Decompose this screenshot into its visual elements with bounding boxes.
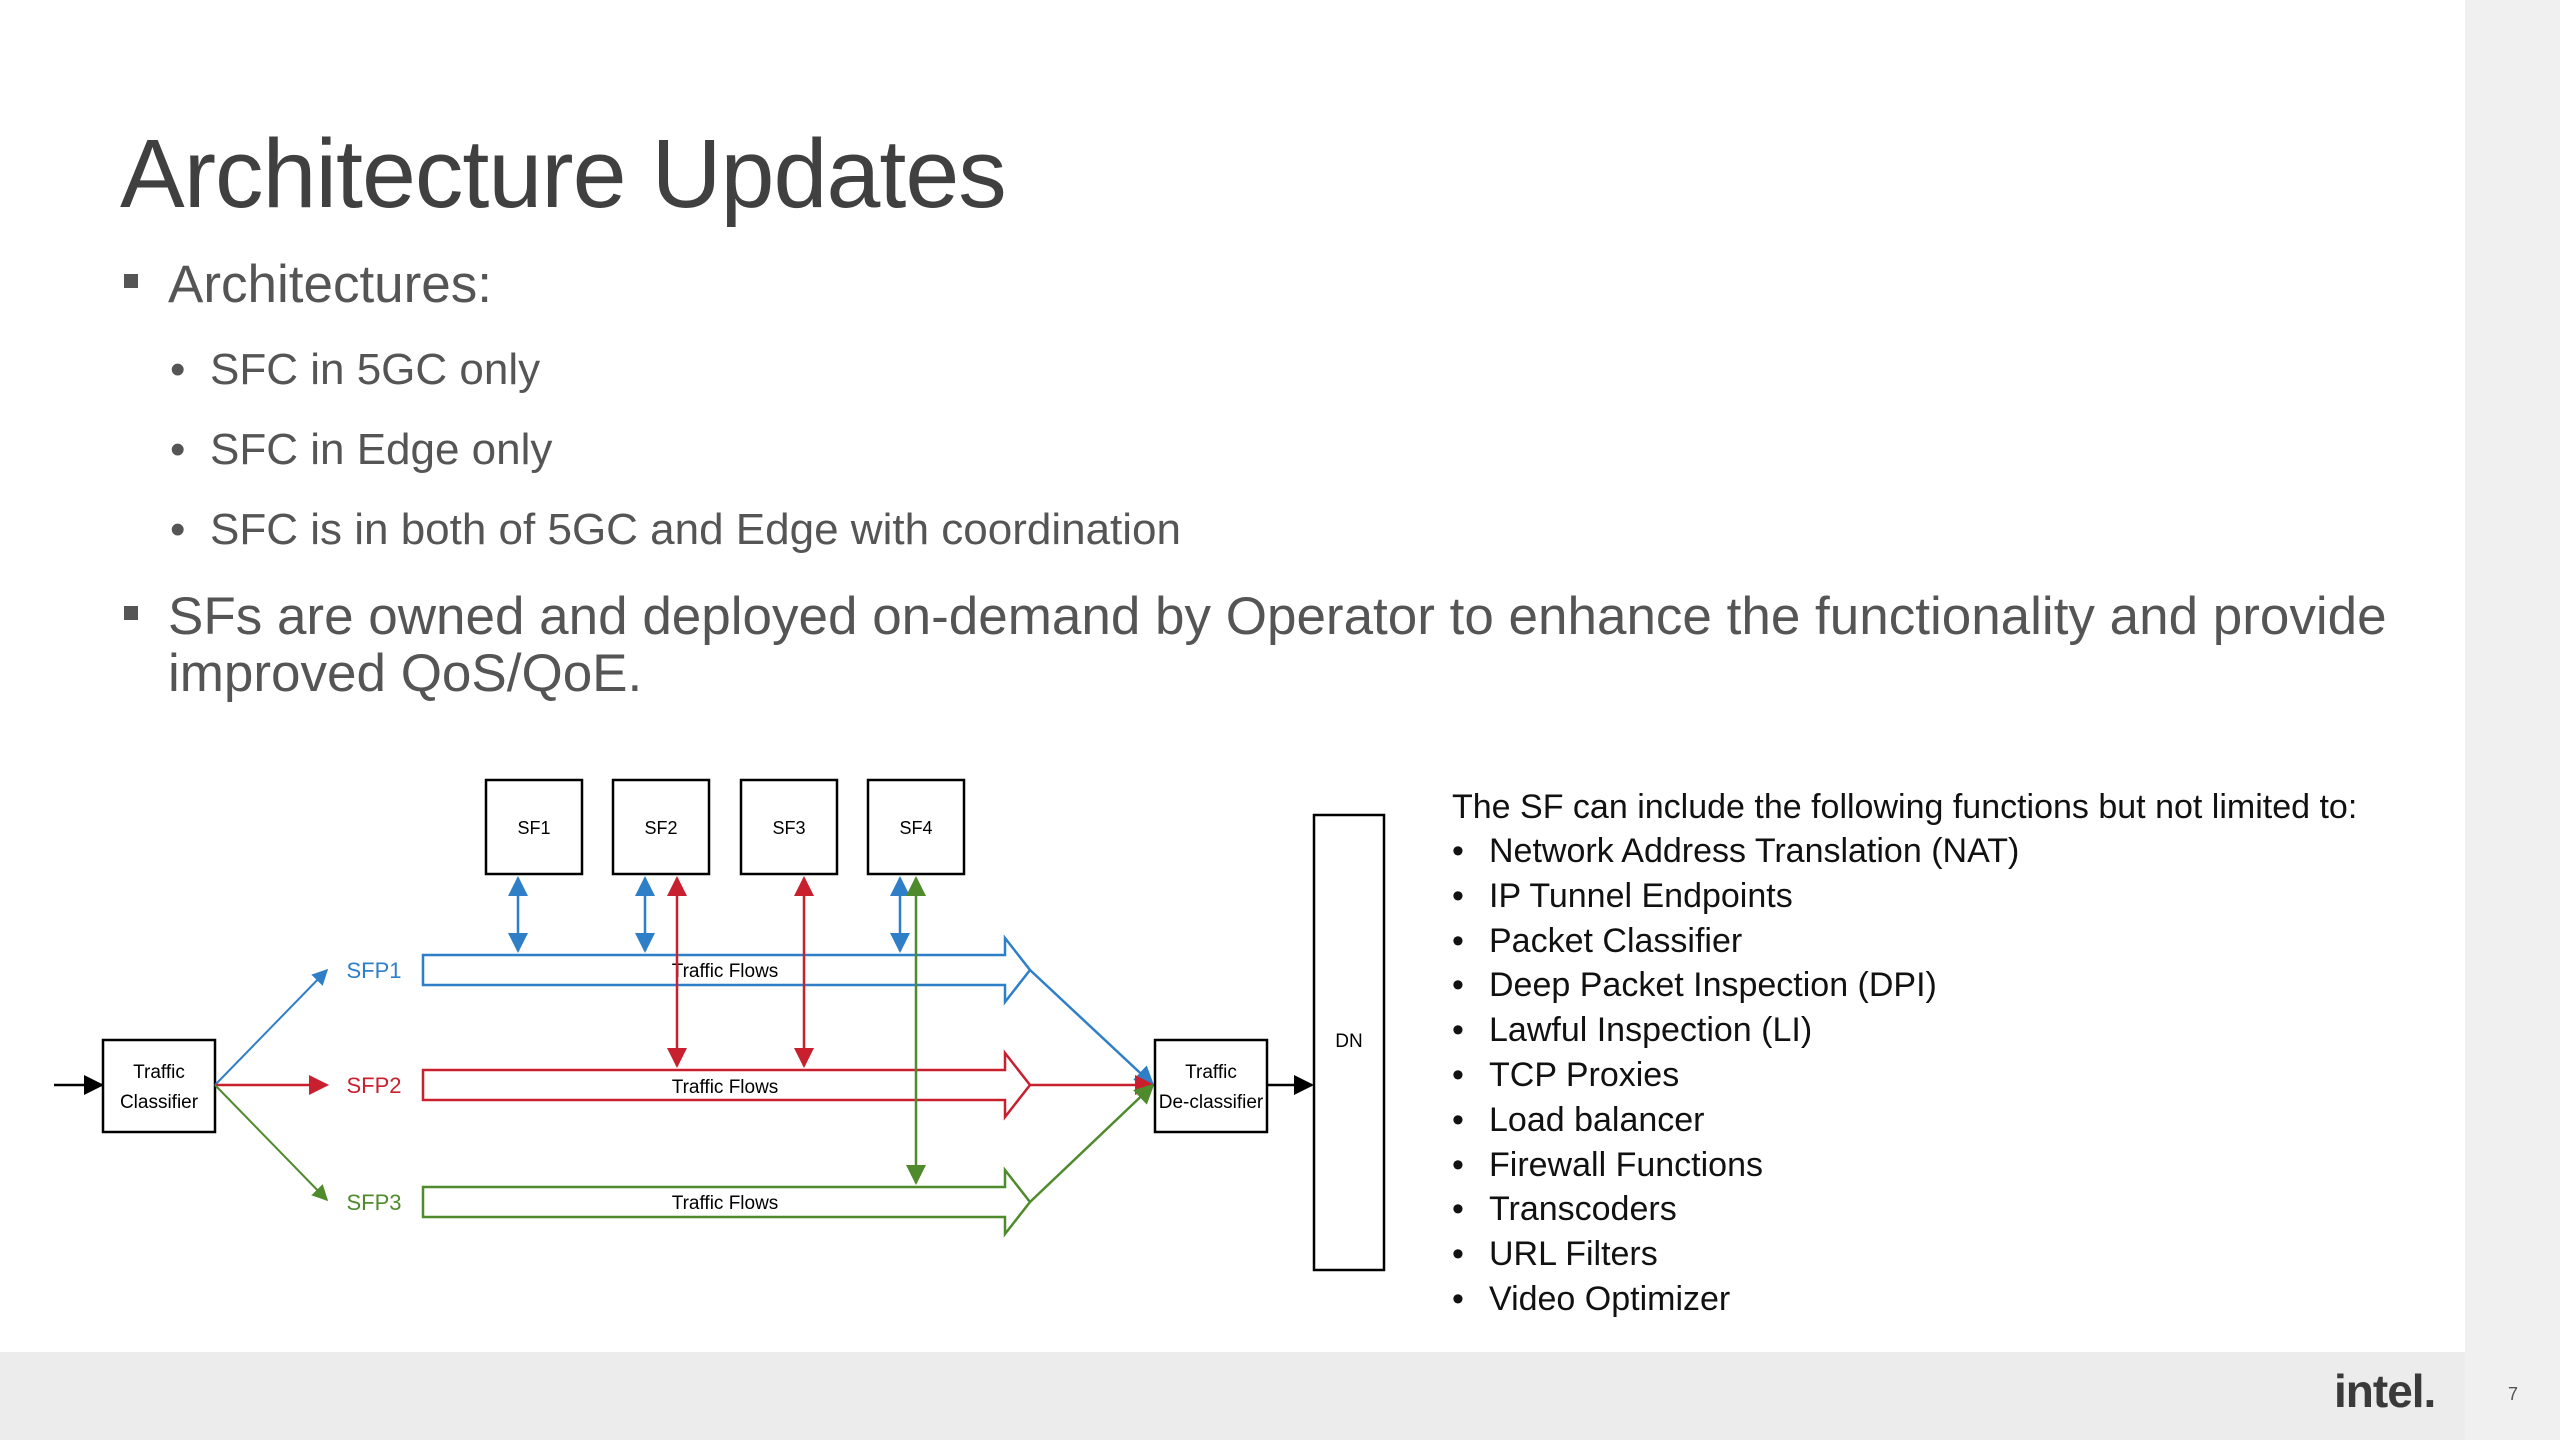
page-number: 7 [2508,1384,2519,1404]
sfp3-flow-arrow [421,1166,1032,1238]
list-item: TCP Proxies [1452,1053,2452,1098]
bullet-dot-icon: • [170,345,186,394]
sf-functions-list: Network Address Translation (NAT) IP Tun… [1452,829,2452,1322]
sf2-box [611,778,711,876]
dn-label: DN [1335,1031,1362,1052]
footer-bar [0,1352,2465,1440]
sub-bullet-text: SFC in Edge only [210,425,553,474]
dn-box [1312,813,1386,1272]
list-item: IP Tunnel Endpoints [1452,874,2452,919]
sfp2-flow-label: Traffic Flows [672,1077,779,1098]
square-bullet-icon [124,274,138,288]
sf2-label: SF2 [644,818,677,838]
sfc-diagram: Traffic Classifier SFP1 SFP2 SFP3 Traffi… [54,778,1386,1272]
sfp1-fanout-arrow [214,968,329,1086]
traffic-declassifier-box [1153,1038,1269,1134]
sf4-box [866,778,966,876]
list-item: Network Address Translation (NAT) [1452,829,2452,874]
list-item: Lawful Inspection (LI) [1452,1008,2452,1053]
sfp1-flow-label: Traffic Flows [672,961,779,982]
right-margin-strip [2465,0,2560,1440]
sf4-label: SF4 [899,818,932,838]
sfp3-label: SFP3 [346,1190,401,1215]
bullet-dot-icon: • [170,505,186,554]
list-item: Video Optimizer [1452,1277,2452,1322]
sub-bullet-text: SFC is in both of 5GC and Edge with coor… [210,505,1181,554]
bullet-text: SFs are owned and deployed on-demand by … [168,587,2387,703]
sfp3-flow-label: Traffic Flows [672,1193,779,1214]
bullet-text: Architectures: [168,255,493,314]
sub-bullet-text: SFC in 5GC only [210,345,541,394]
bullet-sfs-owned: SFs are owned and deployed on-demand by … [124,587,2438,703]
list-item: Packet Classifier [1452,919,2452,964]
sfp1-flow-arrow [421,934,1032,1006]
square-bullet-icon [124,606,138,620]
list-item: Firewall Functions [1452,1143,2452,1188]
sf-functions-panel: The SF can include the following functio… [1452,785,2452,1322]
sf1-box [484,778,584,876]
slide: Architecture Updates Architectures: • SF… [0,0,2465,1352]
sfp2-flow-arrow [421,1049,1032,1121]
list-item: Deep Packet Inspection (DPI) [1452,963,2452,1008]
traffic-classifier-label-line1: Traffic [133,1062,185,1083]
traffic-classifier-label-line2: Classifier [120,1092,199,1113]
traffic-declassifier-label-line2: De-classifier [1159,1092,1264,1113]
sf3-box [739,778,839,876]
sub-bullet-5gc: • SFC in 5GC only [170,345,541,395]
list-item: Transcoders [1452,1187,2452,1232]
bullet-dot-icon: • [170,425,186,474]
sf-functions-intro: The SF can include the following functio… [1452,788,2358,826]
sfp1-merge-arrow [1029,969,1155,1087]
traffic-declassifier-label-line1: Traffic [1185,1062,1237,1083]
sf3-label: SF3 [772,818,805,838]
intel-logo: intel. [2334,1365,2436,1417]
sub-bullet-edge: • SFC in Edge only [170,425,553,475]
sub-bullet-both: • SFC is in both of 5GC and Edge with co… [170,505,1181,555]
sfp3-merge-arrow [1029,1083,1155,1203]
bullet-architectures: Architectures: [124,255,493,314]
sfp1-label: SFP1 [346,958,401,983]
list-item: URL Filters [1452,1232,2452,1277]
slide-title: Architecture Updates [120,119,1007,228]
traffic-classifier-box [101,1038,217,1134]
sf1-label: SF1 [517,818,550,838]
sfp3-fanout-arrow [214,1084,329,1202]
sfp2-label: SFP2 [346,1073,401,1098]
list-item: Load balancer [1452,1098,2452,1143]
